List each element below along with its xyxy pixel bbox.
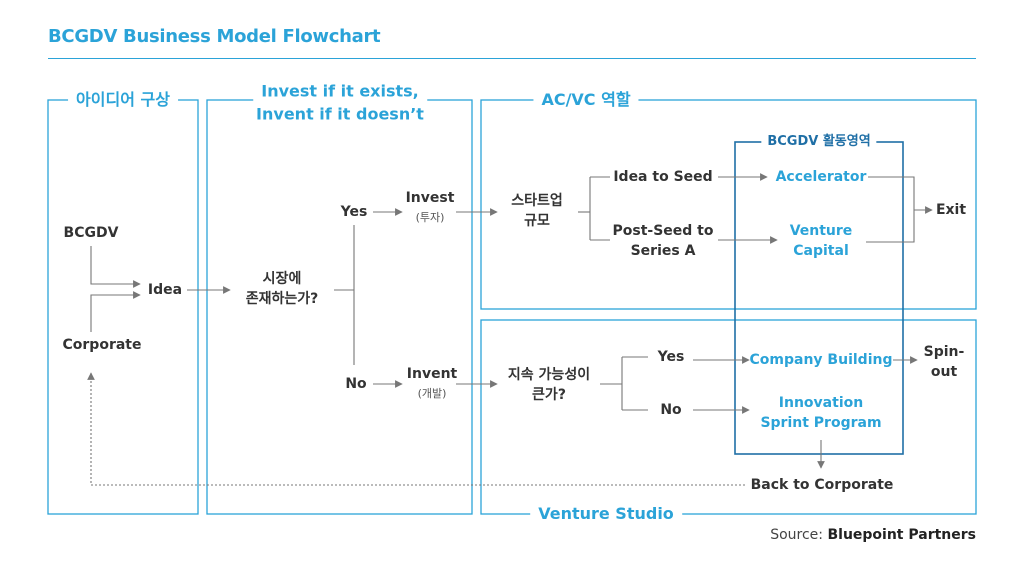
- node-yes: Yes: [340, 204, 368, 220]
- source-name: Bluepoint Partners: [827, 527, 976, 543]
- node-bcgdv: BCGDV: [63, 225, 119, 241]
- node-postseed-line1: Post-Seed to: [612, 223, 714, 239]
- source-credit: Source: Bluepoint Partners: [770, 527, 976, 543]
- node-invest-sub: (투자): [415, 211, 445, 224]
- connector-accelerator-exit: [866, 176, 915, 243]
- node-invent-sub: (개발): [417, 387, 447, 400]
- node-exit: Exit: [935, 202, 967, 218]
- node-spinout-line1: Spin-: [923, 344, 965, 360]
- section-acvc-box: [480, 99, 977, 310]
- node-yes-2: Yes: [657, 349, 685, 365]
- node-no-2: No: [660, 402, 682, 418]
- node-venture-capital-line2: Capital: [793, 243, 849, 259]
- node-postseed-line2: Series A: [630, 243, 696, 259]
- section-acvc-header: AC/VC 역할: [533, 89, 639, 111]
- node-growth-question-line1: 지속 가능성이: [507, 367, 591, 383]
- node-idea: Idea: [147, 282, 183, 298]
- node-spinout-line2: out: [930, 364, 958, 380]
- section-venture-studio-header: Venture Studio: [530, 503, 682, 525]
- page-title: BCGDV Business Model Flowchart: [48, 26, 381, 47]
- node-growth-question-line2: 큰가?: [532, 387, 566, 403]
- section-invest-header-line1: Invest if it exists,: [253, 80, 427, 102]
- source-prefix: Source:: [770, 527, 824, 543]
- node-venture-capital-line1: Venture: [789, 223, 853, 239]
- connector-corporate-idea: [90, 291, 141, 332]
- node-company-building: Company Building: [749, 352, 893, 368]
- node-invest: Invest: [405, 190, 455, 206]
- connector-bcgdv-idea: [90, 246, 141, 288]
- node-startup-size-line2: 규모: [524, 213, 550, 229]
- section-invest-header-line2: Invent if it doesn’t: [248, 103, 432, 125]
- node-corporate: Corporate: [62, 337, 142, 353]
- section-ideation-header: 아이디어 구상: [68, 89, 178, 111]
- node-innovation-line1: Innovation: [778, 395, 864, 411]
- node-back-to-corporate: Back to Corporate: [750, 477, 894, 493]
- title-divider: [48, 58, 976, 59]
- node-startup-size-line1: 스타트업: [511, 193, 563, 209]
- section-venture-studio-box: [480, 319, 977, 515]
- node-market-question-line1: 시장에: [262, 271, 302, 287]
- node-no: No: [345, 376, 367, 392]
- connector-back-corporate-loop: [87, 372, 745, 486]
- bcgdv-activity-area-header: BCGDV 활동영역: [761, 132, 877, 152]
- node-innovation-line2: Sprint Program: [760, 415, 882, 431]
- node-idea-to-seed: Idea to Seed: [613, 169, 713, 185]
- section-ideation-box: [47, 99, 199, 515]
- node-accelerator: Accelerator: [775, 169, 867, 185]
- node-invent: Invent: [406, 366, 458, 382]
- node-market-question-line2: 존재하는가?: [245, 291, 319, 307]
